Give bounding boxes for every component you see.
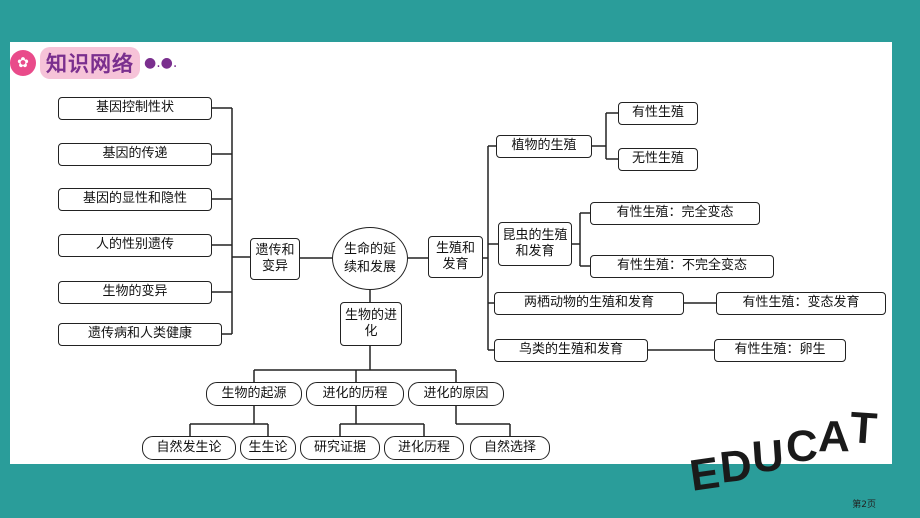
- left-item-genetic-disease: 遗传病和人类健康: [58, 323, 222, 346]
- amphibian-metamorphosis: 有性生殖：变态发育: [716, 292, 886, 315]
- insect-complete-metamorphosis: 有性生殖：完全变态: [590, 202, 760, 225]
- plant-sexual: 有性生殖: [618, 102, 698, 125]
- right-item-bird-reproduction: 鸟类的生殖和发育: [494, 339, 648, 362]
- hub-evolution: 生物的进化: [340, 302, 402, 346]
- dots-decoration: ●.●.: [144, 55, 178, 71]
- center-topic: 生命的延续和发展: [332, 227, 408, 290]
- left-item-gene-transmission: 基因的传递: [58, 143, 212, 166]
- bottom-item-history: 进化的历程: [306, 382, 404, 406]
- right-item-plant-reproduction: 植物的生殖: [496, 135, 592, 158]
- section-title: 知识网络: [40, 47, 140, 79]
- left-item-gene-control: 基因控制性状: [58, 97, 212, 120]
- right-item-insect-reproduction: 昆虫的生殖和发育: [498, 222, 572, 266]
- education-wordart-decoration: E D U C A T: [686, 403, 879, 501]
- history-evidence: 研究证据: [300, 436, 380, 460]
- history-course: 进化历程: [384, 436, 464, 460]
- origin-biogenesis: 生生论: [240, 436, 296, 460]
- insect-incomplete-metamorphosis: 有性生殖：不完全变态: [590, 255, 774, 278]
- bottom-item-origin: 生物的起源: [206, 382, 302, 406]
- left-item-dominance: 基因的显性和隐性: [58, 188, 212, 211]
- hub-reproduction-development: 生殖和发育: [428, 236, 483, 278]
- swan-icon: ✿: [10, 50, 36, 76]
- bottom-item-cause: 进化的原因: [408, 382, 504, 406]
- cause-natural-selection: 自然选择: [470, 436, 550, 460]
- section-header: ✿ 知识网络 ●.●.: [10, 46, 177, 80]
- right-item-amphibian-reproduction: 两栖动物的生殖和发育: [494, 292, 684, 315]
- hub-heredity-variation: 遗传和变异: [250, 238, 300, 280]
- page-number: 第2页: [852, 500, 876, 510]
- left-item-sex-inheritance: 人的性别遗传: [58, 234, 212, 257]
- origin-spontaneous-generation: 自然发生论: [142, 436, 236, 460]
- plant-asexual: 无性生殖: [618, 148, 698, 171]
- bird-oviparous: 有性生殖：卵生: [714, 339, 846, 362]
- left-item-variation: 生物的变异: [58, 281, 212, 304]
